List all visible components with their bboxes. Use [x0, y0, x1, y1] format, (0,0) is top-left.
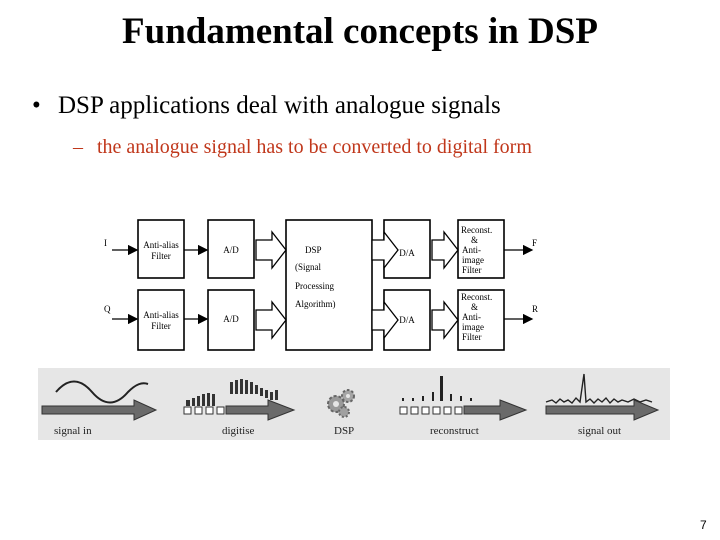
arrow-reconstruct	[463, 399, 528, 421]
anti-alias-label-1: Anti-alias	[143, 240, 179, 250]
output-label-f: F	[532, 238, 537, 248]
sine-wave-in	[55, 380, 149, 404]
reconst-label-8: Anti-	[462, 312, 481, 322]
digitise-squares	[183, 406, 225, 415]
dsp-label-1: DSP	[305, 245, 322, 255]
input-label-q: Q	[104, 304, 111, 314]
reconst-label-2: &	[471, 235, 478, 245]
slide-title: Fundamental concepts in DSP	[122, 11, 598, 52]
gears-icon	[327, 389, 355, 418]
dsp-label-3: Processing	[295, 281, 334, 291]
sub-bullet-item: –the analogue signal has to be converted…	[73, 136, 532, 159]
reconst-label-6: Reconst.	[461, 292, 492, 302]
bullet-item: • DSP applications deal with analogue sig…	[32, 92, 501, 120]
arrow-signal-out	[545, 399, 660, 421]
stage-label-signal-in: signal in	[54, 425, 92, 437]
reconst-filter-f	[457, 219, 505, 279]
digitise-samples	[186, 379, 278, 406]
reconst-label-4: image	[462, 255, 484, 265]
bus-arrow-da-filter-1	[431, 230, 459, 270]
sub-bullet-marker: –	[73, 136, 83, 158]
anti-alias-filter-q	[137, 289, 185, 351]
reconstruct-samples	[402, 376, 472, 401]
reconst-label-1: Reconst.	[461, 225, 492, 235]
da-label-1: D/A	[399, 248, 415, 258]
bus-arrow-dsp-da-2	[371, 300, 399, 340]
ad-label-1: A/D	[223, 245, 239, 255]
anti-alias-label-4: Filter	[151, 321, 171, 331]
sub-bullet-text: the analogue signal has to be converted …	[97, 136, 532, 158]
anti-alias-label-3: Anti-alias	[143, 310, 179, 320]
dsp-label-4: Algorithm)	[295, 299, 336, 309]
output-label-r: R	[532, 304, 538, 314]
reconst-label-7: &	[471, 302, 478, 312]
reconst-label-5: Filter	[462, 265, 482, 275]
reconstruct-squares	[399, 406, 463, 415]
bus-arrow-ad-dsp-1	[255, 230, 287, 270]
signal-processing-strip: signal in digitise DSP reconstruct	[38, 368, 670, 440]
ad-label-2: A/D	[223, 314, 239, 324]
stage-label-reconstruct: reconstruct	[430, 425, 479, 437]
stage-label-dsp: DSP	[334, 425, 354, 437]
reconst-label-3: Anti-	[462, 245, 481, 255]
stage-label-signal-out: signal out	[578, 425, 621, 437]
arrow-digitise	[225, 399, 296, 421]
bus-arrow-ad-dsp-2	[255, 300, 287, 340]
bus-arrow-dsp-da-1	[371, 230, 399, 270]
arrow-signal-in	[41, 399, 158, 421]
noisy-signal-out	[545, 373, 653, 405]
bullet-marker: •	[32, 92, 41, 119]
anti-alias-label-2: Filter	[151, 251, 171, 261]
reconst-label-9: image	[462, 322, 484, 332]
da-label-2: D/A	[399, 315, 415, 325]
bus-arrow-da-filter-2	[431, 300, 459, 340]
bullet-text: DSP applications deal with analogue sign…	[58, 92, 501, 119]
reconst-label-10: Filter	[462, 332, 482, 342]
page-number: 7	[700, 518, 707, 532]
dsp-label-2: (Signal	[295, 262, 321, 272]
input-label-i: I	[104, 238, 107, 248]
dsp-block	[285, 219, 373, 351]
dsp-block-diagram: I Q F R Anti-alias Filter Anti-alias Fil…	[104, 219, 538, 351]
stage-label-digitise: digitise	[222, 425, 255, 437]
ad-converter-i	[207, 219, 255, 279]
